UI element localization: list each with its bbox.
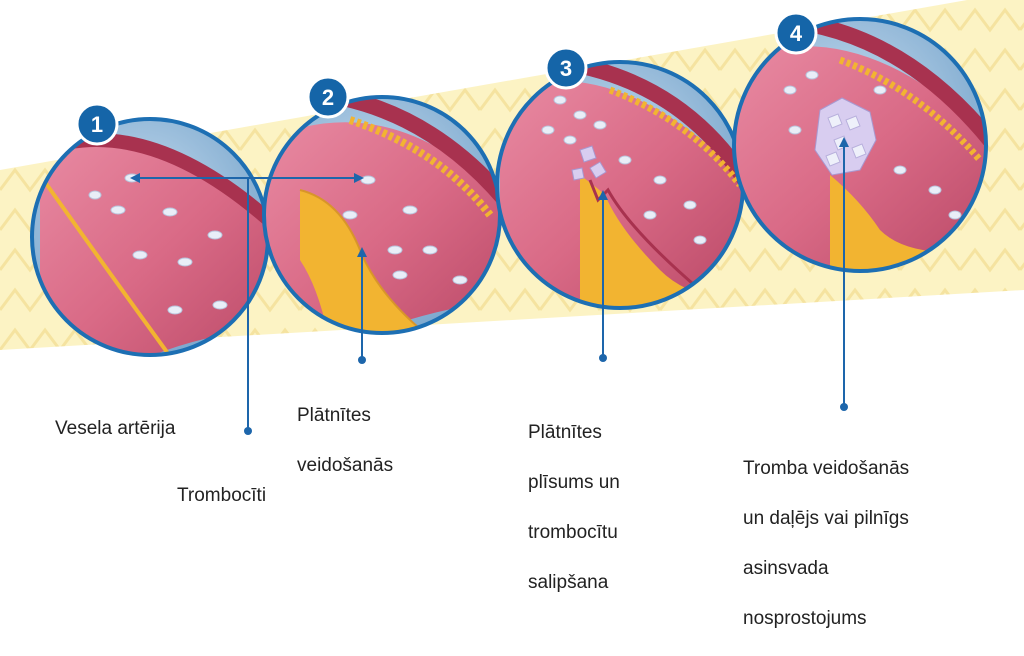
badge-1-number: 1: [91, 112, 103, 137]
label-plaque-formation-line-2: veidošanās: [297, 455, 394, 476]
circle-3: [497, 62, 743, 308]
label-platelets-text: Trombocīti: [177, 485, 267, 506]
badge-4: 4: [774, 11, 818, 55]
label-plaque-rupture-line-1: Plātnītes: [528, 422, 602, 443]
artery-diagram: 1 2 3 4: [0, 0, 1024, 435]
label-healthy-artery: Vesela artērija: [55, 391, 175, 466]
label-platelets: Trombocīti: [177, 458, 266, 533]
badge-1: 1: [75, 102, 119, 146]
badge-3: 3: [544, 46, 588, 90]
label-plaque-rupture-line-2: plīsums un: [528, 472, 620, 493]
pointer-lines: [130, 137, 849, 435]
label-plaque-formation-line-1: Plātnītes: [297, 405, 371, 426]
circle-4: [734, 19, 986, 271]
badge-3-number: 3: [560, 56, 572, 81]
label-healthy-artery-text: Vesela artērija: [55, 418, 176, 439]
circle-1: [32, 119, 268, 355]
label-thrombus-line-1: Tromba veidošanās: [743, 458, 910, 479]
label-plaque-rupture-line-3: trombocītu: [528, 522, 618, 543]
label-thrombus-line-2: un daļējs vai pilnīgs: [743, 508, 909, 529]
badge-2-number: 2: [322, 85, 334, 110]
label-thrombus-line-4: nosprostojums: [743, 608, 867, 629]
label-plaque-rupture: Plātnītes plīsums un trombocītu salipšan…: [528, 395, 620, 620]
label-plaque-rupture-line-4: salipšana: [528, 572, 609, 593]
label-plaque-formation: Plātnītes veidošanās: [297, 378, 393, 503]
label-thrombus-line-3: asinsvada: [743, 558, 829, 579]
badge-2: 2: [306, 75, 350, 119]
label-thrombus: Tromba veidošanās un daļējs vai pilnīgs …: [743, 431, 909, 656]
badge-4-number: 4: [790, 21, 803, 46]
